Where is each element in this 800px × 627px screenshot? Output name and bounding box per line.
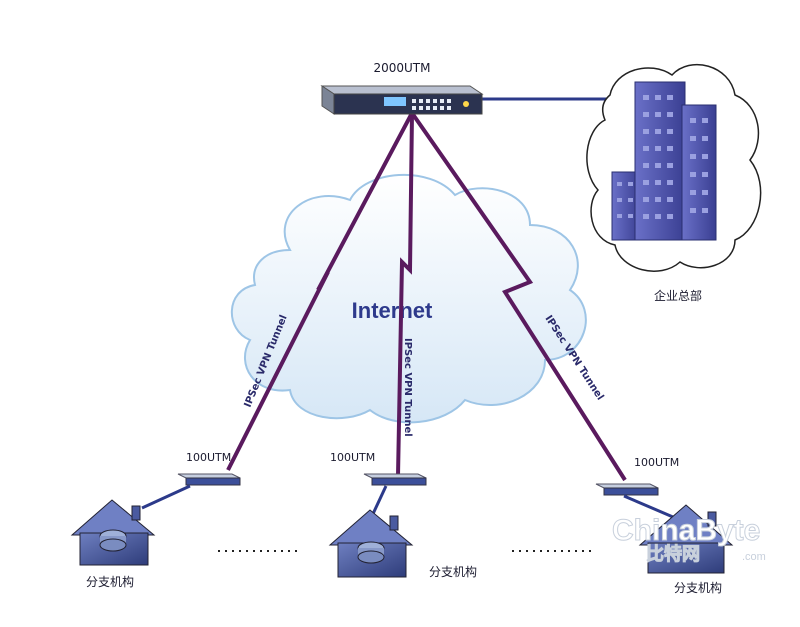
hq-device-label: 2000UTM	[373, 61, 430, 75]
branch-utm-device-1: 100UTM	[177, 451, 241, 486]
hq-label: 企业总部	[654, 288, 702, 303]
branch-device-label-3: 100UTM	[634, 456, 679, 469]
hq-utm-device: 2000UTM	[320, 61, 484, 115]
branch-house-icon-2	[328, 509, 414, 578]
hq-site: 企业总部	[586, 64, 762, 303]
office-building-icon	[611, 81, 717, 241]
branch-utm-device-2: 100UTM	[330, 451, 427, 486]
watermark-domain: .com	[742, 551, 766, 563]
branch-house-icon-1	[70, 499, 156, 566]
lcd-panel	[384, 97, 406, 106]
tunnel-line-middle	[396, 112, 414, 477]
branch-device-label-1: 100UTM	[186, 451, 231, 464]
watermark-cn: 比特网	[646, 543, 700, 565]
internet-label: Internet	[352, 298, 433, 323]
branch-device-label-2: 100UTM	[330, 451, 375, 464]
branch-label-2: 分支机构	[429, 564, 477, 579]
branch-house-icon-3	[638, 504, 734, 574]
branch-utm-device-3: 100UTM	[595, 456, 679, 496]
branch-label-3: 分支机构	[674, 580, 722, 595]
tunnel-label-middle: IPSec VPN Tunnel	[402, 338, 413, 437]
branch-links	[141, 484, 681, 522]
vpn-tunnels	[226, 111, 627, 482]
tunnel-line-right	[410, 111, 627, 482]
tunnel-line-left	[226, 112, 414, 471]
watermark-brand: ChinaByte	[612, 514, 760, 547]
chinabyte-watermark: ChinaByte 比特网 .com	[612, 514, 766, 566]
branch-label-1: 分支机构	[86, 574, 134, 589]
